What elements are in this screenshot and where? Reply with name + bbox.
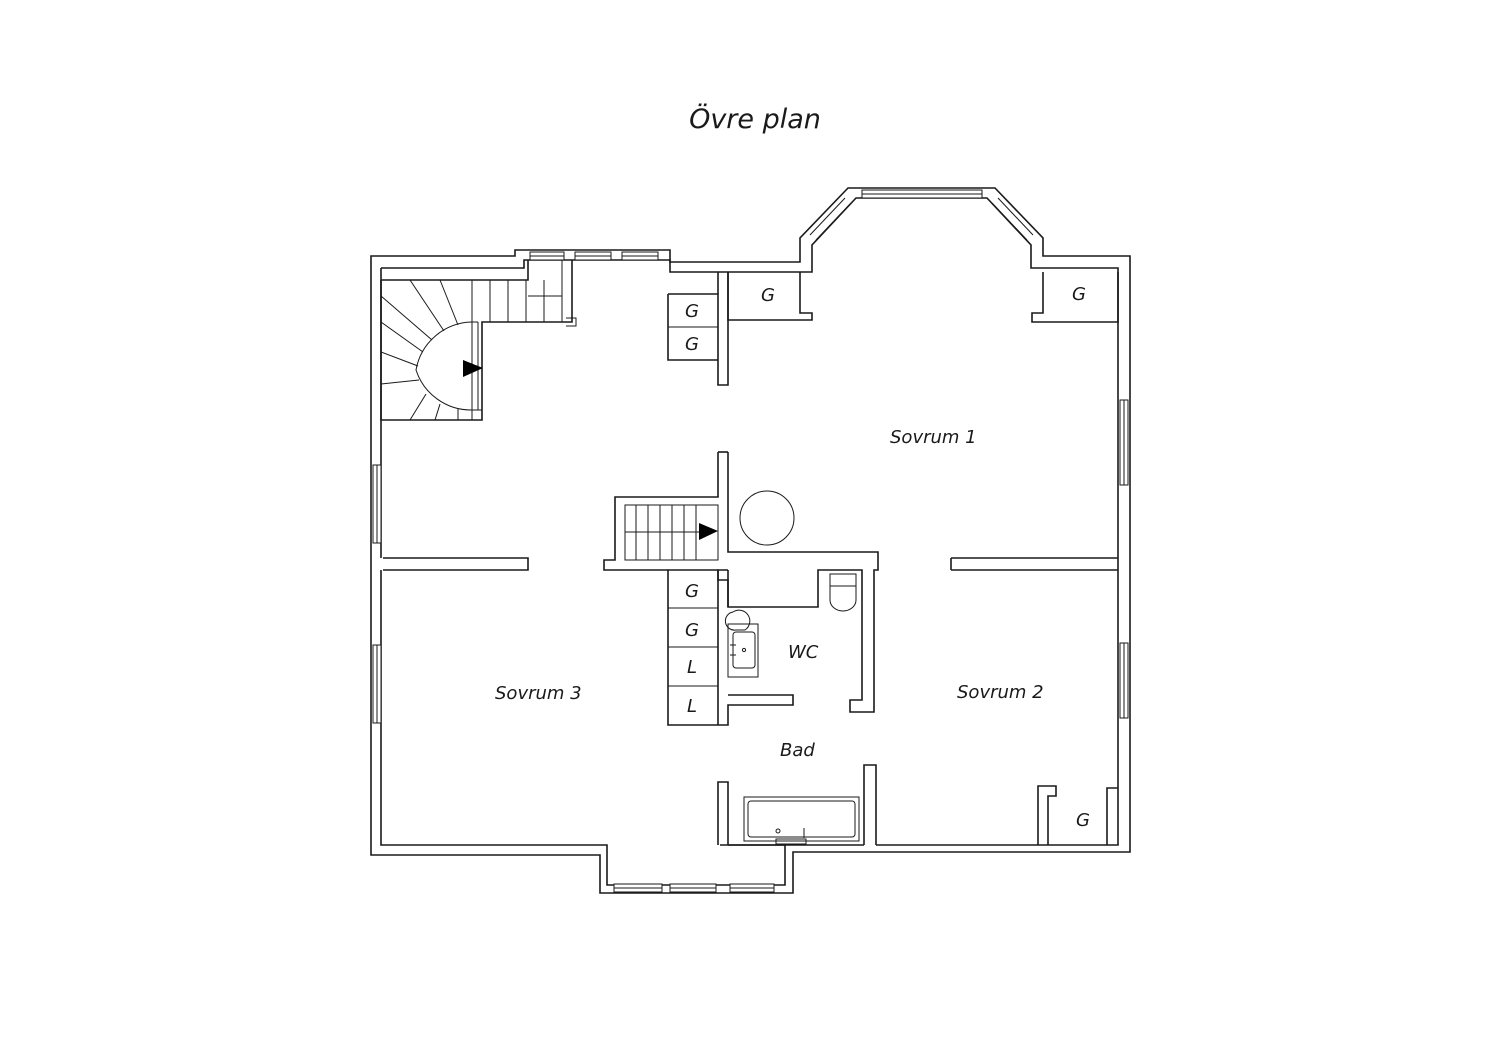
sink-icon	[724, 609, 759, 678]
plan-title: Övre plan	[689, 104, 821, 135]
window-icon	[372, 189, 1129, 893]
toilet-icon	[829, 573, 857, 612]
room-label-sovrum-3: Sovrum 3	[495, 683, 582, 704]
exterior-walls	[370, 187, 1131, 894]
closet-label-g: G	[1072, 284, 1086, 305]
closet-label-g: G	[685, 581, 699, 602]
bathtub-icon	[743, 796, 860, 845]
central-staircase	[624, 504, 719, 561]
closet-label-g: G	[1076, 810, 1090, 831]
stair-arrow-icon	[699, 523, 718, 540]
closet-label-g: G	[685, 620, 699, 641]
interior-walls	[383, 272, 1119, 845]
closet-label-l: L	[687, 696, 697, 717]
closet-label-g: G	[685, 334, 699, 355]
room-label-wc: WC	[788, 642, 819, 663]
room-label-sovrum-1: Sovrum 1	[890, 427, 977, 448]
closet-label-l: L	[687, 657, 697, 678]
room-label-sovrum-2: Sovrum 2	[957, 682, 1044, 703]
closet-label-g: G	[685, 301, 699, 322]
round-column	[739, 490, 795, 546]
room-label-bad: Bad	[780, 740, 815, 761]
spiral-staircase	[380, 260, 577, 421]
stair-arrow-icon	[463, 360, 483, 377]
closet-label-g: G	[761, 285, 775, 306]
